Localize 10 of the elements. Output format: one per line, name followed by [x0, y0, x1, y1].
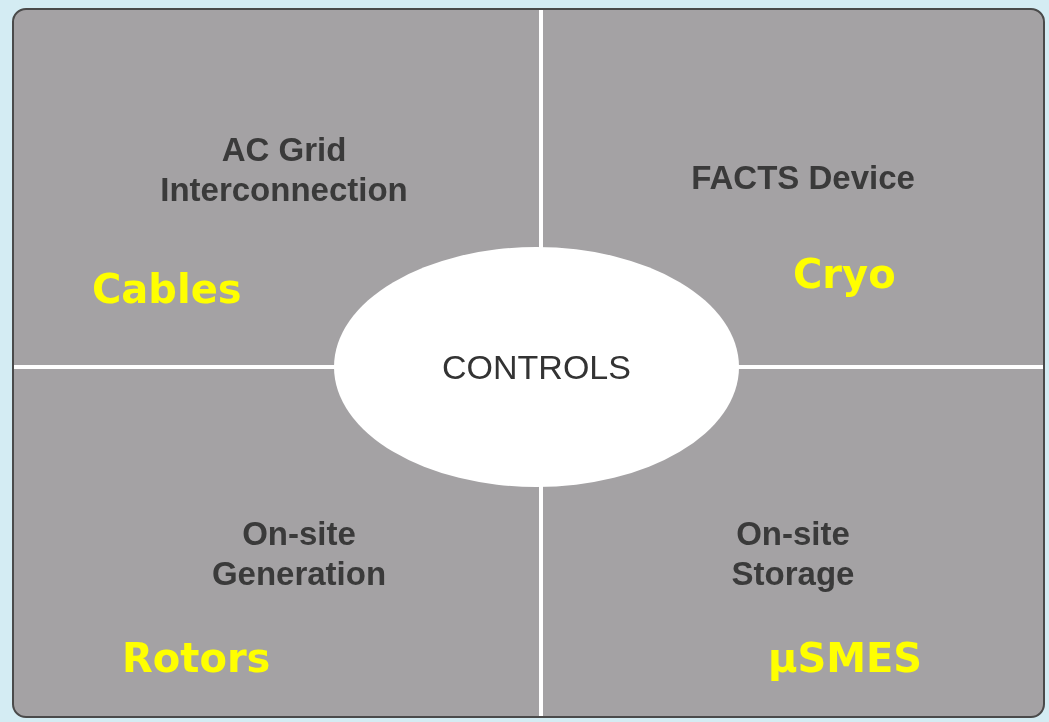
quadrant-heading: On-site Generation: [210, 514, 388, 594]
technology-label: Cryo: [793, 250, 896, 298]
technology-label: Rotors: [122, 634, 271, 682]
diagram-frame: [12, 8, 1045, 718]
technology-label: µSMES: [768, 634, 923, 682]
quadrant-heading: FACTS Device: [690, 158, 916, 198]
quadrant-heading: AC Grid Interconnection: [159, 130, 409, 210]
center-ellipse: CONTROLS: [334, 247, 739, 487]
technology-label: Cables: [92, 265, 242, 313]
quadrant-heading: On-site Storage: [730, 514, 856, 594]
